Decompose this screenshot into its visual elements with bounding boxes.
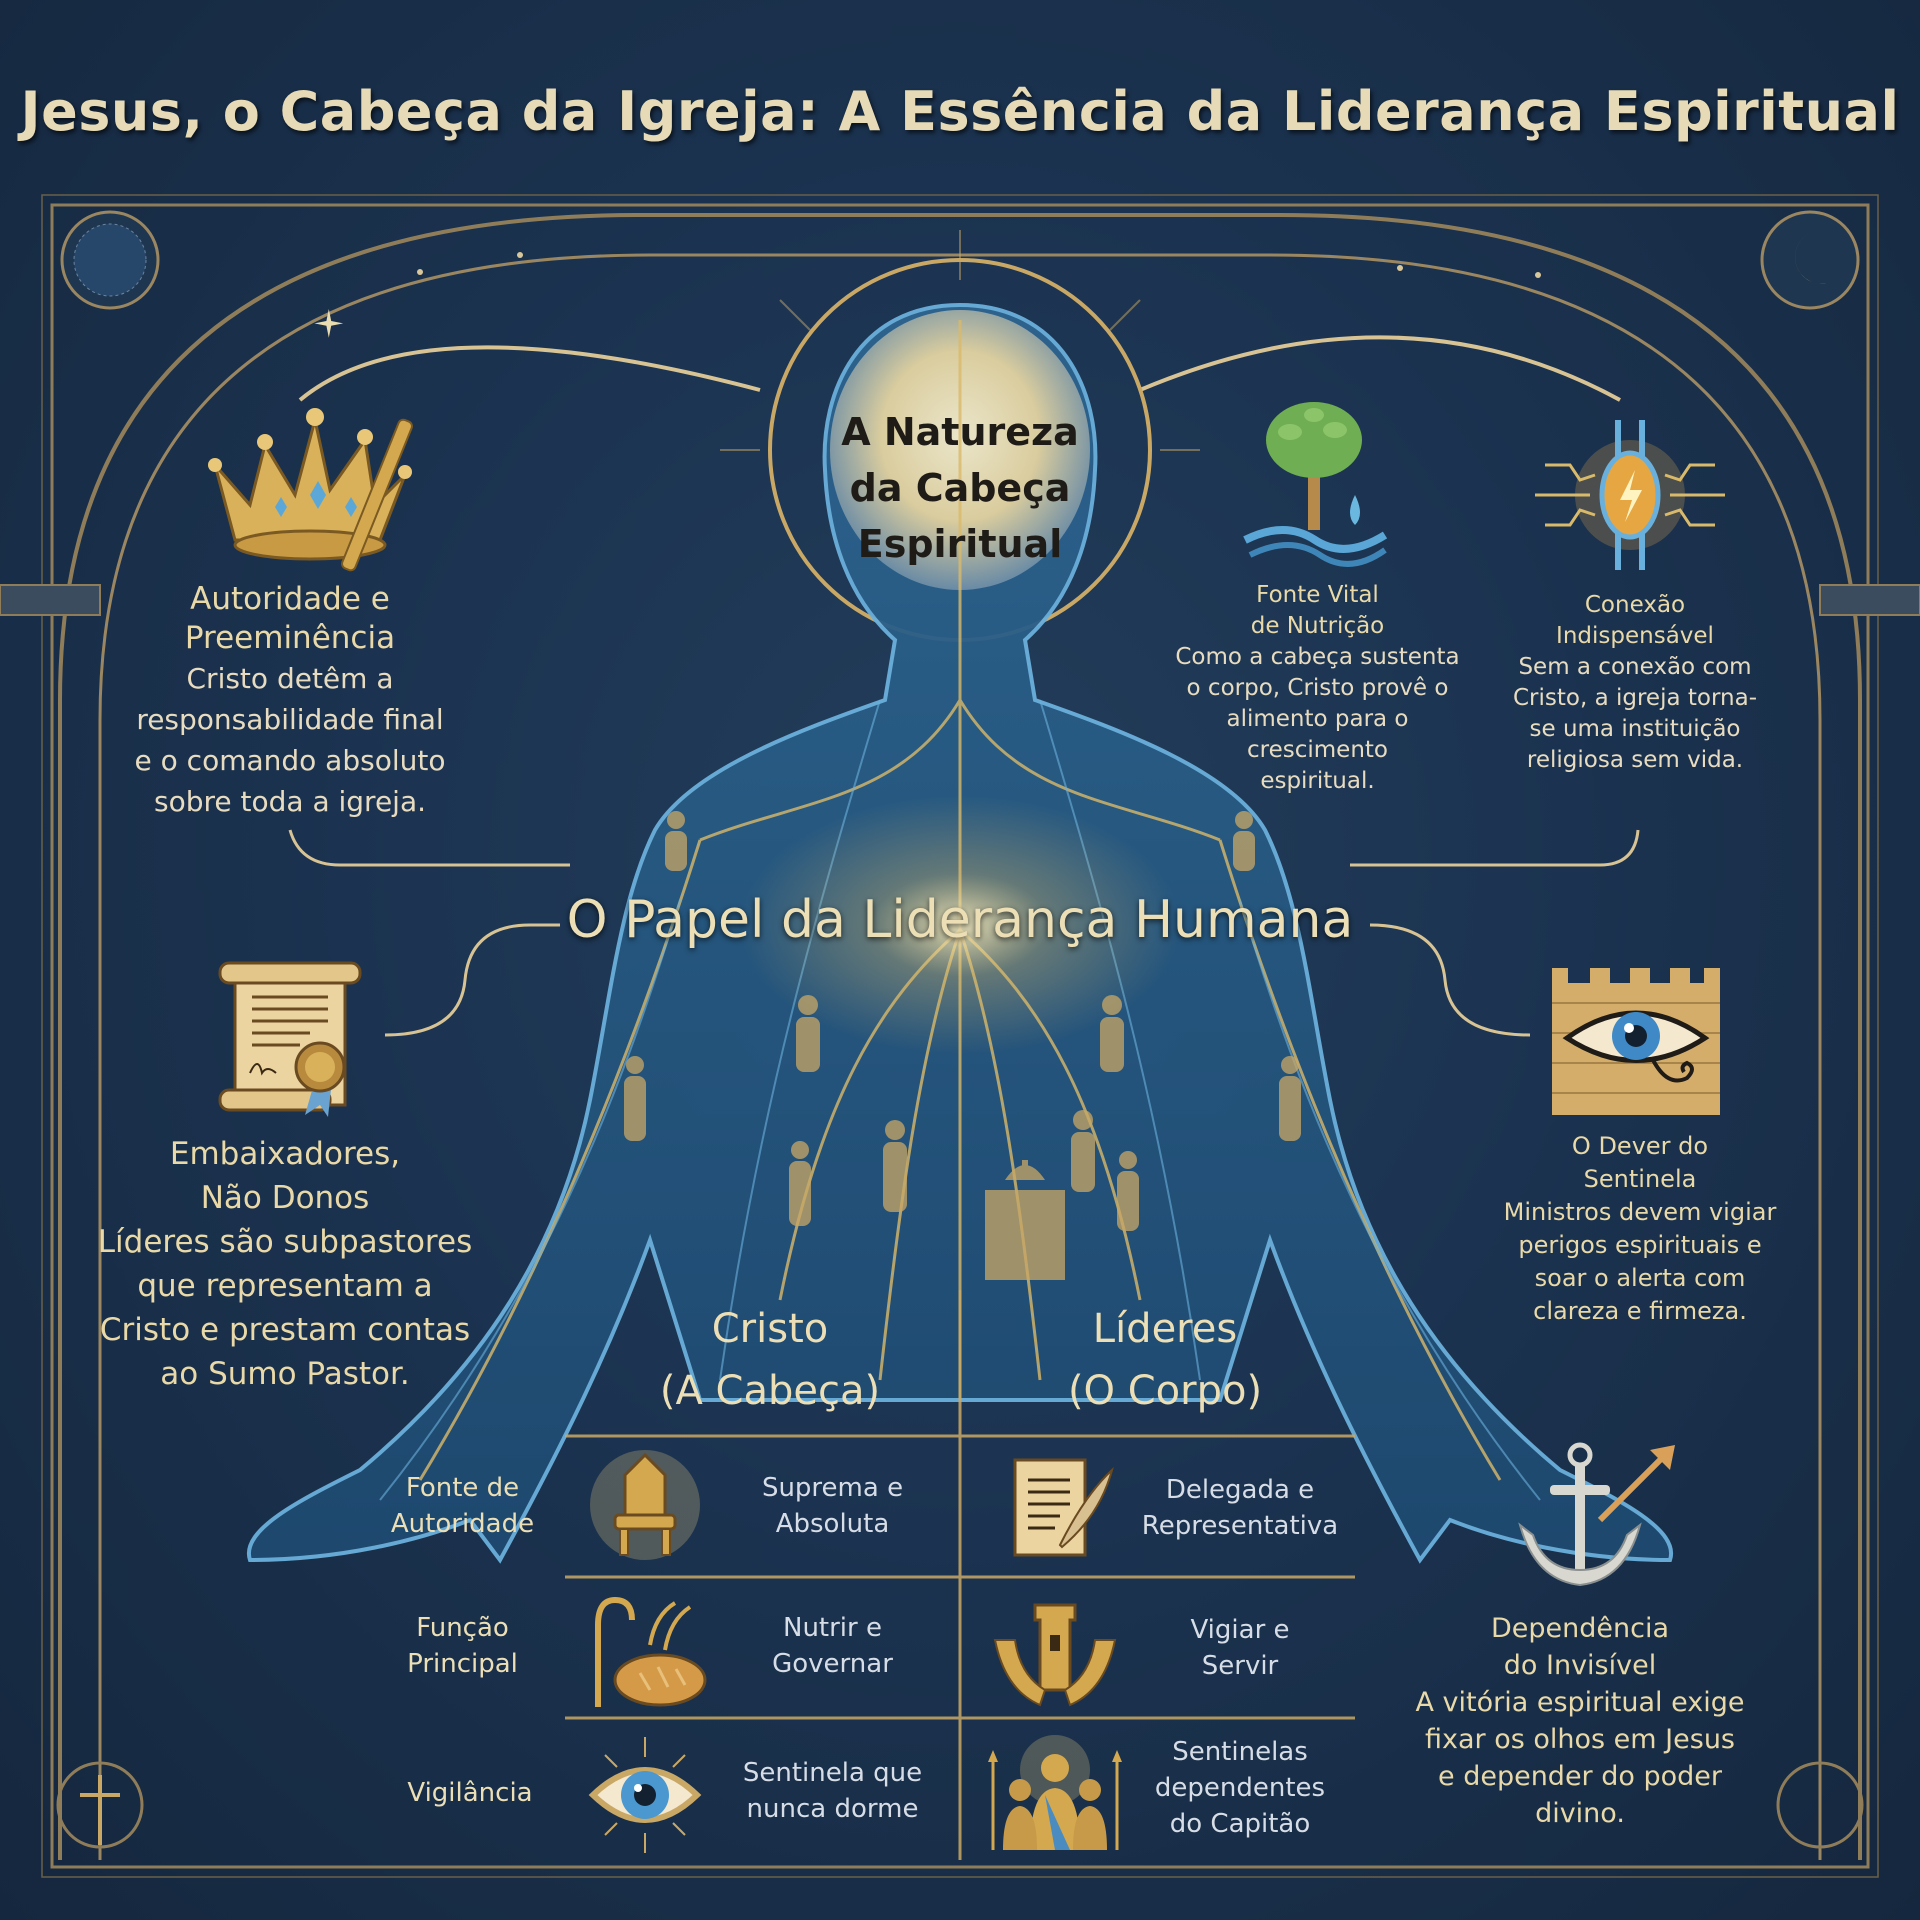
cell-christ: Nutrir e Governar [772, 1613, 893, 1679]
energy-connection-icon [1535, 420, 1725, 570]
card-heading: Embaixadores, Não Donos [169, 1136, 401, 1216]
card-dependence: Dependência do Invisível A vitória espir… [1400, 1610, 1760, 1832]
card-body: Como a cabeça sustenta o corpo, Cristo p… [1175, 644, 1460, 794]
staff-bread-icon [595, 1596, 707, 1707]
watchtower-eye-icon [1552, 968, 1720, 1115]
scroll-quill-icon [1013, 1458, 1114, 1557]
card-heading: O Dever do Sentinela [1571, 1132, 1709, 1193]
cell-leaders: Delegada e Representativa [1141, 1475, 1339, 1541]
crown-scepter-icon [208, 408, 413, 572]
card-body: Líderes são subpastores que representam … [97, 1224, 473, 1392]
tower-hands-icon [993, 1603, 1117, 1707]
card-authority: Autoridade e Preeminência Cristo detêm a… [110, 580, 470, 822]
card-body: A vitória espiritual exige fixar os olho… [1415, 1687, 1745, 1829]
card-ambassadors: Embaixadores, Não Donos Líderes são subp… [95, 1132, 475, 1396]
card-heading: Autoridade e Preeminência [184, 581, 396, 657]
column-header-leaders: Líderes (O Corpo) [1067, 1306, 1263, 1414]
tree-water-icon [1243, 402, 1388, 567]
cell-christ: Sentinela que nunca dorme [742, 1758, 923, 1824]
center-head-title: A Natureza da Cabeça Espiritual [800, 404, 1120, 572]
sentinels-group-icon [988, 1735, 1122, 1850]
card-connection: Conexão Indispensável Sem a conexão com … [1495, 590, 1775, 776]
card-body: Sem a conexão com Cristo, a igreja torna… [1512, 654, 1757, 773]
card-heading: Fonte Vital de Nutrição [1250, 582, 1385, 639]
row-label: Fonte de Autoridade [390, 1473, 535, 1539]
cell-leaders: Vigiar e Servir [1190, 1615, 1290, 1681]
section-title: O Papel da Liderança Humana [566, 890, 1354, 950]
column-header-christ: Cristo (A Cabeça) [659, 1306, 881, 1414]
card-nutrition: Fonte Vital de Nutrição Como a cabeça su… [1170, 580, 1465, 797]
row-label: Vigilância [407, 1778, 533, 1808]
scroll-seal-icon [218, 961, 362, 1117]
card-body: Ministros devem vigiar perigos espiritua… [1503, 1198, 1777, 1325]
cell-christ: Suprema e Absoluta [761, 1473, 904, 1539]
center-head-line: A Natureza [841, 410, 1079, 454]
anchor-arrow-icon [1518, 1442, 1675, 1587]
card-heading: Conexão Indispensável [1556, 592, 1714, 649]
row-label: Função Principal [407, 1613, 518, 1679]
center-head-line: Espiritual [857, 522, 1063, 566]
center-head-line: da Cabeça [849, 466, 1071, 510]
card-heading: Dependência do Invisível [1490, 1613, 1670, 1681]
throne-icon [590, 1450, 700, 1560]
page-title: Jesus, o Cabeça da Igreja: A Essência da… [20, 80, 1900, 143]
card-sentinel: O Dever do Sentinela Ministros devem vig… [1480, 1130, 1800, 1328]
card-body: Cristo detêm a responsabilidade final e … [134, 662, 446, 819]
cell-leaders: Sentinelas dependentes do Capitão [1154, 1737, 1326, 1839]
radiant-eye-icon [588, 1737, 702, 1853]
